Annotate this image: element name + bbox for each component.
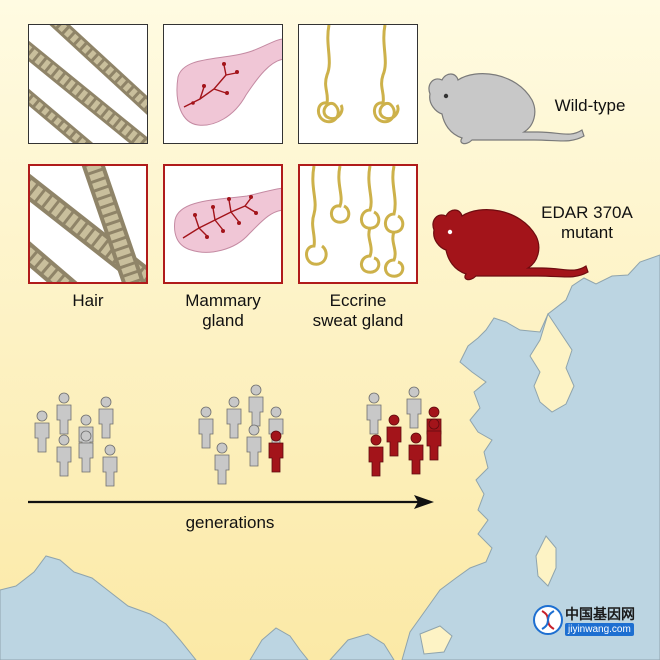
wild-type-hair-panel <box>28 24 148 144</box>
wild-type-person-icon <box>246 424 262 467</box>
mutant-person-icon <box>368 434 384 477</box>
wild-type-mouse-icon <box>428 73 585 145</box>
mutant-sweat-gland-panel <box>298 164 418 284</box>
wild-type-mammary-panel <box>163 24 283 144</box>
generations-label: generations <box>185 513 275 532</box>
hair-label: Hair <box>72 291 104 310</box>
wild-type-person-icon <box>102 444 118 487</box>
mammary-label-line1: Mammary <box>185 291 261 310</box>
thick-hair-shaft-icon <box>30 166 146 282</box>
mutant-mouse-icon <box>432 209 589 281</box>
hainan <box>419 625 453 655</box>
wild-type-person-icon <box>226 396 242 439</box>
wild-type-person-icon <box>406 386 422 429</box>
dense-mammary-gland-icon <box>174 187 281 253</box>
eccrine-label-line2: sweat gland <box>312 311 404 330</box>
sea-area <box>401 254 660 660</box>
mutant-hair-panel <box>28 164 148 284</box>
gulf-of-tonkin <box>249 627 309 660</box>
wild-type-person-icon <box>366 392 382 435</box>
wild-type-person-icon <box>268 406 284 449</box>
watermark-logo: 中国基因网 jiyinwang.com <box>531 600 649 640</box>
wild-type-person-icon <box>248 384 264 427</box>
mammary-label-line2: gland <box>202 311 244 330</box>
mutant-person-icon <box>426 418 442 461</box>
eccrine-label-line1: Eccrine <box>329 291 387 310</box>
south-china-sea-inlet <box>329 633 395 660</box>
mutant-label-line1: EDAR 370A <box>541 203 633 222</box>
wild-type-label: Wild-type <box>554 96 626 115</box>
wild-type-person-icon <box>56 434 72 477</box>
dense-sweat-gland-icon <box>305 166 405 278</box>
hair-shaft-icon <box>29 25 147 143</box>
generations-arrow <box>28 495 434 509</box>
korean-peninsula <box>529 312 575 413</box>
wild-type-person-icon <box>98 396 114 439</box>
sweat-gland-icon <box>317 25 400 124</box>
wild-type-sweat-gland-panel <box>298 24 418 144</box>
taiwan <box>535 535 557 587</box>
wild-type-person-icon <box>198 406 214 449</box>
population-groups <box>34 384 442 487</box>
mammary-gland-icon <box>176 38 282 126</box>
mutant-person-icon <box>386 414 402 457</box>
mutant-label-line2: mutant <box>561 223 613 242</box>
wild-type-person-icon <box>78 430 94 473</box>
dna-logo-icon <box>533 605 563 635</box>
wild-type-person-icon <box>56 392 72 435</box>
bay-of-bengal <box>0 555 197 660</box>
wild-type-person-icon <box>34 410 50 453</box>
mutant-person-icon <box>408 432 424 475</box>
mutant-person-icon <box>268 430 284 473</box>
wild-type-person-icon <box>214 442 230 485</box>
watermark-url: jiyinwang.com <box>565 623 634 636</box>
watermark-cn: 中国基因网 <box>565 607 635 623</box>
mutant-mammary-panel <box>163 164 283 284</box>
